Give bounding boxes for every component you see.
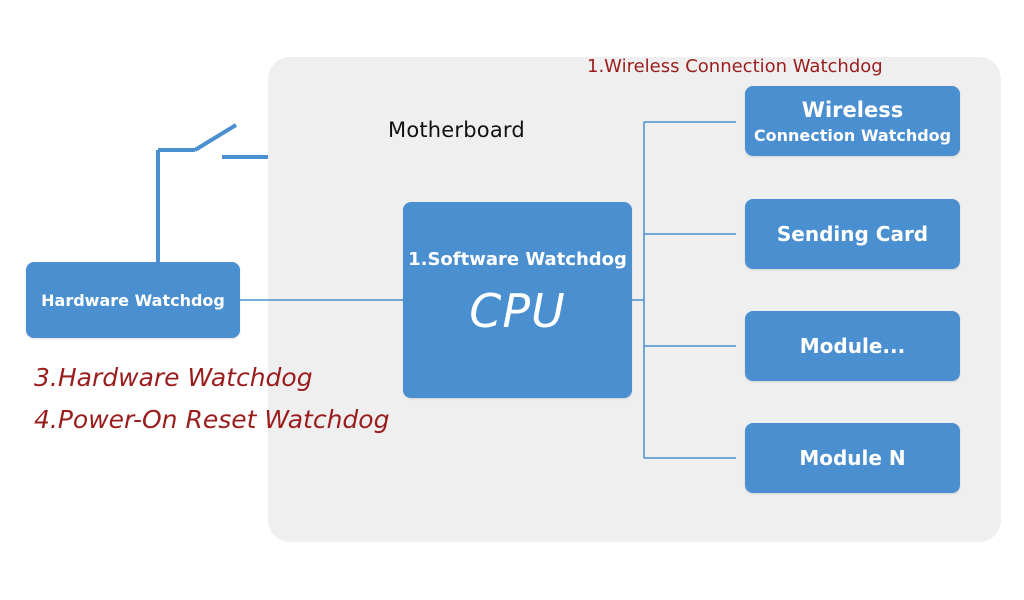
wireless-watchdog-annotation: 1.Wireless Connection Watchdog (587, 56, 883, 77)
hardware-watchdog-label: Hardware Watchdog (41, 290, 225, 310)
motherboard-title: Motherboard (388, 118, 525, 142)
module-ellipsis-label: Module... (799, 334, 906, 358)
switch-lever-line (193, 123, 238, 152)
module-ellipsis-box: Module... (745, 311, 960, 381)
sending-card-box: Sending Card (745, 199, 960, 269)
power-on-reset-annotation: 4.Power-On Reset Watchdog (34, 405, 390, 434)
cpu-box: 1.Software Watchdog CPU (403, 202, 632, 398)
module-n-box: Module N (745, 423, 960, 493)
hardware-watchdog-box: Hardware Watchdog (26, 262, 240, 338)
cpu-label: CPU (469, 283, 566, 338)
hardware-watchdog-annotation: 3.Hardware Watchdog (34, 363, 313, 392)
software-watchdog-label: 1.Software Watchdog (408, 248, 627, 270)
sending-card-label: Sending Card (776, 222, 929, 246)
wireless-connection-watchdog-box: Wireless Connection Watchdog (745, 86, 960, 156)
wireless-label-line2: Connection Watchdog (753, 125, 952, 145)
module-n-label: Module N (799, 446, 906, 470)
wireless-label-line1: Wireless (801, 97, 904, 122)
